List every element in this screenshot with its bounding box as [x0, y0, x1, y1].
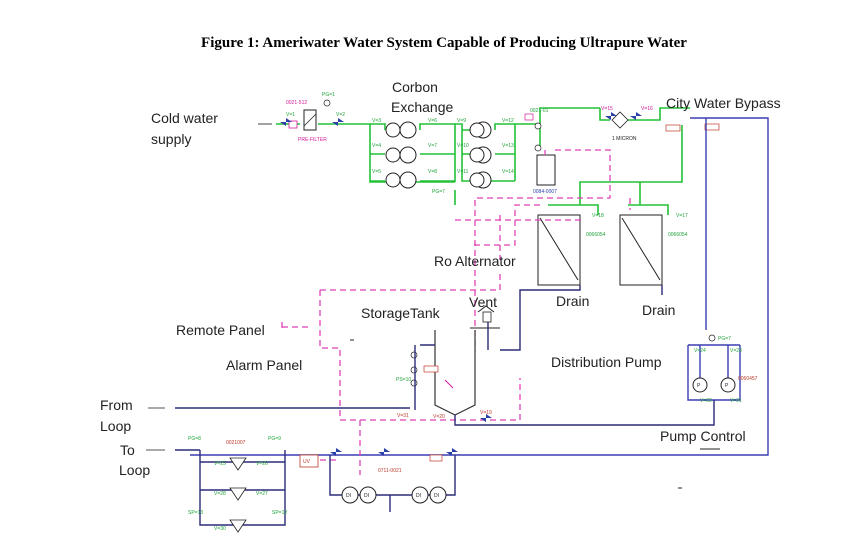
v21-tag: V=21: [730, 398, 742, 404]
distribution-pump-label: Distribution Pump: [551, 354, 662, 370]
v2-tag: V=2: [336, 112, 345, 118]
pump-id-tag: 0060457: [738, 376, 758, 382]
micron-filter: V=15 V=16 1 MICRON: [601, 106, 720, 142]
v25-tag: V=25: [214, 461, 226, 467]
cartridge-id-tag: 0021-01: [530, 108, 549, 114]
loop-id-tag: 0021007: [226, 440, 246, 446]
cold-water-label-2: supply: [151, 131, 191, 147]
city-water-bypass-label: City Water Bypass: [666, 95, 781, 111]
v30-tag: V=30: [214, 526, 226, 532]
v20-tag: V=20: [433, 414, 445, 420]
pg9-tag: PG=9: [268, 436, 281, 442]
v11-tag: V=11: [457, 169, 469, 175]
v19-tag: V=19: [480, 410, 492, 416]
pg8-tag: PG=8: [188, 436, 201, 442]
micron-tag: 1 MICRON: [612, 136, 637, 142]
di-2-tag: DI: [364, 493, 369, 499]
v9-tag: V=9: [457, 118, 466, 124]
di-3-tag: DI: [416, 493, 421, 499]
drain-right-label: Drain: [642, 302, 675, 318]
to-loop-label-1: To: [120, 442, 135, 458]
storage-tank: PS=10 V=31 V=20 V=19: [396, 305, 540, 426]
cartridge-and-uv: 0021-01 0084-0007: [524, 108, 557, 195]
svg-text:P: P: [725, 383, 729, 389]
v3-tag: V=3: [372, 118, 381, 124]
figure-title: Figure 1: Ameriwater Water System Capabl…: [201, 35, 687, 51]
v14-tag: V=14: [502, 169, 514, 175]
di-id-tag: 0711-0021: [378, 468, 402, 474]
prefilter-tag: PRE-FILTER: [298, 137, 327, 143]
uv-id-tag: 0084-0007: [533, 189, 557, 195]
v10-tag: V=10: [457, 143, 469, 149]
svg-text:P: P: [697, 383, 701, 389]
v27-tag: V=27: [256, 491, 268, 497]
pretreatment-piping: [258, 107, 690, 205]
uv-box-tag: UV: [303, 459, 311, 465]
carbon-exchange-label-1: Corbon: [392, 79, 438, 95]
v22-tag: V=22: [700, 398, 712, 404]
v4-tag: V=4: [372, 143, 381, 149]
v15-tag: V=15: [601, 106, 613, 112]
ps10-tag: PS=10: [396, 377, 411, 383]
di-polishing: UV DI DI DI DI 0711-0021: [299, 448, 458, 512]
v24-tag: V=24: [694, 348, 706, 354]
pg7-tag: PG=7: [432, 189, 445, 195]
v18-tag: V=18: [592, 213, 604, 219]
v28-tag: V=28: [214, 491, 226, 497]
pg7b-tag: PG=7: [718, 336, 731, 342]
v23-tag: V=23: [730, 348, 742, 354]
v8-tag: V=8: [428, 169, 437, 175]
v13-tag: V=13: [502, 143, 514, 149]
v7-tag: V=7: [428, 143, 437, 149]
to-loop-label-2: Loop: [119, 462, 150, 478]
pre-filter: 0021-512 PRE-FILTER PG=1 V=1 V=2: [280, 92, 345, 143]
from-loop-label-2: Loop: [100, 418, 131, 434]
remote-panel-label: Remote Panel: [176, 322, 265, 338]
pump-control-label: Pump Control: [660, 428, 746, 444]
prefilter-id-tag: 0021-512: [286, 100, 307, 106]
v17-tag: V=17: [676, 213, 688, 219]
ro-alternator-label: Ro Alternator: [434, 253, 516, 269]
carbon-exchange-label-2: Exchange: [391, 99, 453, 115]
sp13-tag: SP=13: [188, 510, 203, 516]
main-labels: Cold water supply Corbon Exchange City W…: [100, 79, 781, 478]
di-1-tag: DI: [346, 493, 351, 499]
alarm-panel-label: Alarm Panel: [226, 357, 302, 373]
ro-units: V=18 V=17 0066054 0066054: [519, 204, 688, 330]
drain-left-label: Drain: [556, 293, 589, 309]
ro-left-id-tag: 0066054: [586, 232, 606, 238]
from-loop-label-1: From: [100, 397, 133, 413]
storage-tank-label: StorageTank: [361, 305, 441, 321]
carbon-tanks: V=3 V=6 V=4 V=7 V=5 V=8 V=9 V=12 V=10 V=…: [372, 118, 514, 195]
sp12-tag: SP=12: [272, 510, 287, 516]
ro-right-id-tag: 0066054: [668, 232, 688, 238]
v1-tag: V=1: [286, 112, 295, 118]
v16-tag: V=16: [641, 106, 653, 112]
control-wiring: [281, 149, 631, 475]
to-loop-manifold: PG=8 PG=9 0021007 V=25 V=26 V=28 V=27 V=…: [188, 436, 287, 533]
distribution-pumps: P P PG=7 V=24 V=23 V=22 V=21 0060457: [540, 334, 758, 426]
v12-tag: V=12: [502, 118, 514, 124]
v6-tag: V=6: [428, 118, 437, 124]
v5-tag: V=5: [372, 169, 381, 175]
vent-label: Vent: [469, 294, 497, 310]
cold-water-label-1: Cold water: [151, 110, 218, 126]
v26-tag: V=26: [256, 461, 268, 467]
v31-tag: V=31: [397, 413, 409, 419]
di-4-tag: DI: [434, 493, 439, 499]
pg1-tag: PG=1: [322, 92, 335, 98]
city-bypass-pipe: [190, 117, 769, 456]
